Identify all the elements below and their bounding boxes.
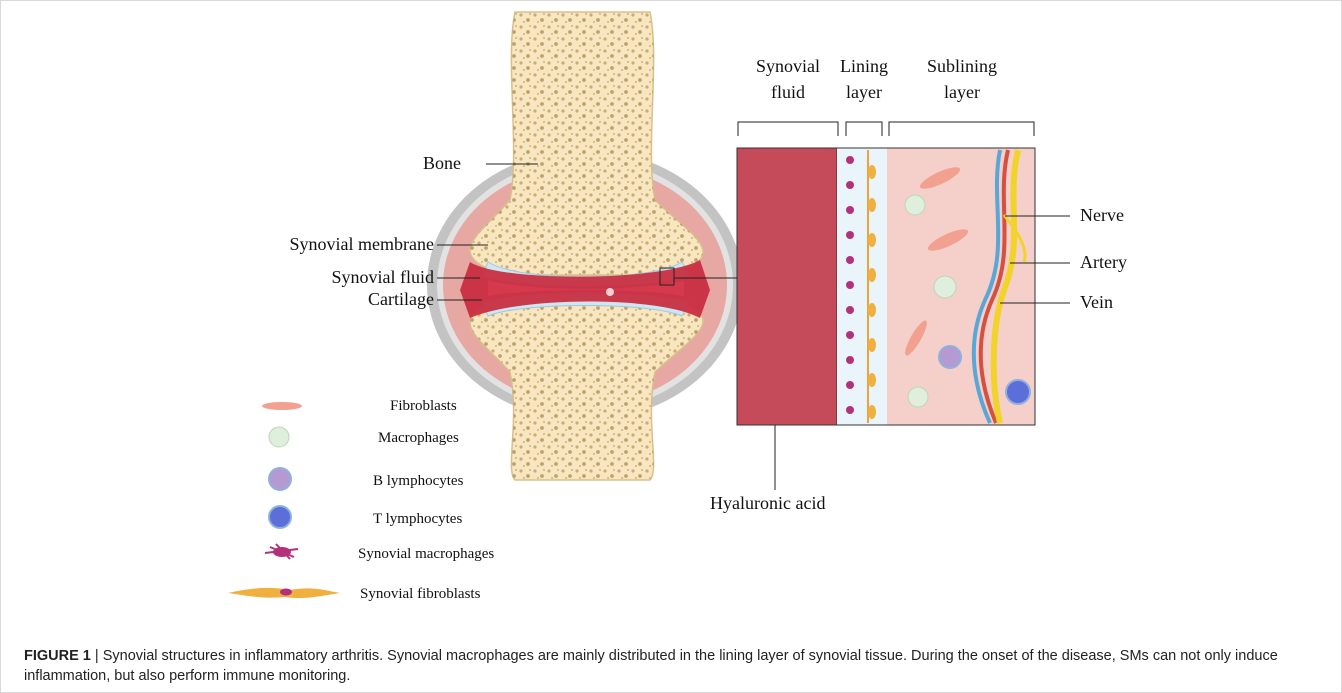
legend-item: Macrophages — [269, 427, 459, 447]
fibroblast-icon — [262, 402, 302, 410]
label-synovial-membrane: Synovial membrane — [290, 234, 434, 254]
caption-separator: | — [91, 648, 103, 664]
caption-text: Synovial structures in inflammatory arth… — [24, 648, 1278, 684]
header-lining-line1: Lining — [840, 56, 888, 76]
label-hyaluronic-acid: Hyaluronic acid — [710, 493, 825, 513]
legend-label: Macrophages — [378, 430, 459, 446]
synovial-macrophage-icon — [265, 544, 298, 559]
header-lining-line2: layer — [846, 82, 882, 102]
legend: Fibroblasts Macrophages B lymphocytes T … — [228, 398, 494, 602]
label-synovial-fluid: Synovial fluid — [332, 267, 435, 287]
legend-item: T lymphocytes — [269, 506, 462, 528]
header-sublining-line1: Sublining — [927, 56, 997, 76]
label-vein: Vein — [1080, 292, 1113, 312]
legend-label: Synovial macrophages — [358, 546, 494, 562]
hyaluronic-acid-region — [737, 148, 837, 425]
synovial-joint-diagram: Bone Synovial membrane Synovial fluid Ca… — [0, 0, 1342, 640]
lining-layer-region — [837, 148, 887, 425]
legend-label: Fibroblasts — [390, 398, 457, 414]
figure-label: FIGURE 1 — [24, 648, 91, 664]
bone-bottom — [440, 295, 740, 485]
layer-brackets — [738, 122, 1034, 136]
label-artery: Artery — [1080, 252, 1127, 272]
legend-label: T lymphocytes — [373, 511, 462, 527]
legend-label: B lymphocytes — [373, 473, 464, 489]
legend-item: B lymphocytes — [269, 468, 464, 490]
b-lymphocyte-icon — [269, 468, 291, 490]
bone-top — [440, 12, 740, 282]
legend-item: Synovial fibroblasts — [228, 586, 481, 602]
figure-caption: FIGURE 1 | Synovial structures in inflam… — [24, 646, 1324, 686]
legend-item: Synovial macrophages — [265, 544, 494, 562]
header-sublining-line2: layer — [944, 82, 980, 102]
t-lymphocyte-icon — [269, 506, 291, 528]
header-synovial-fluid-line2: fluid — [771, 82, 805, 102]
label-cartilage: Cartilage — [368, 289, 434, 309]
macrophage-icon — [269, 427, 289, 447]
synovial-fibroblast-icon — [228, 588, 340, 598]
tissue-panel — [737, 148, 1035, 425]
legend-label: Synovial fibroblasts — [360, 586, 481, 602]
header-synovial-fluid-line1: Synovial — [756, 56, 820, 76]
label-bone: Bone — [423, 153, 461, 173]
label-nerve: Nerve — [1080, 205, 1124, 225]
legend-item: Fibroblasts — [262, 398, 457, 414]
